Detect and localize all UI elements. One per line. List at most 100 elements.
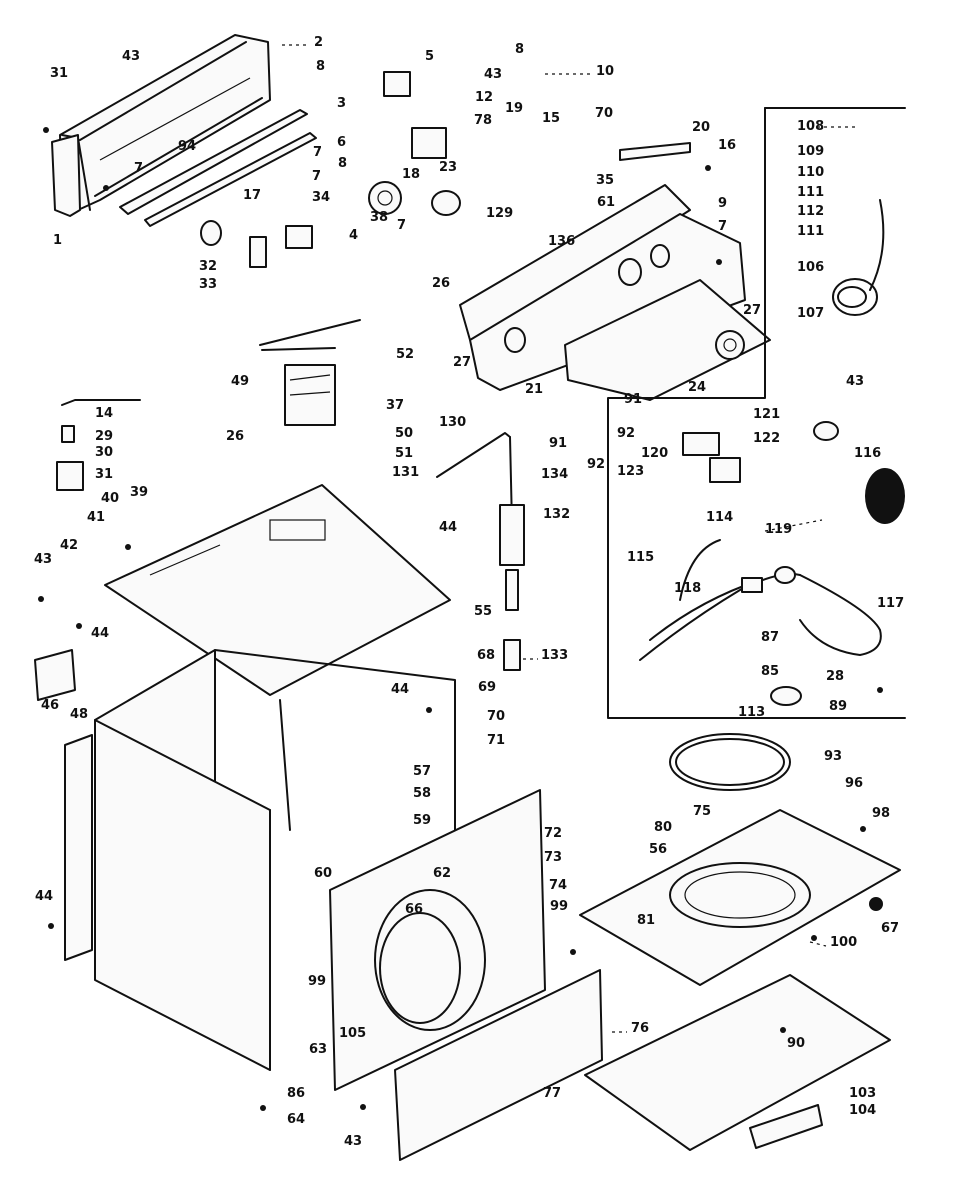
callout-c-43c: 43: [846, 374, 864, 389]
callout-c-130: 130: [439, 415, 466, 430]
pressure-switch: [56, 399, 141, 491]
callout-c-98: 98: [872, 806, 890, 821]
top-cover: [104, 484, 451, 696]
callout-c-103: 103: [849, 1086, 876, 1101]
callout-c-91b: 91: [549, 436, 567, 451]
callout-c-85: 85: [761, 664, 779, 679]
callout-c-7a: 7: [718, 219, 727, 234]
callout-c-100: 100: [830, 935, 857, 950]
callout-c-71: 71: [487, 733, 505, 748]
callout-c-5: 5: [425, 49, 434, 64]
callout-c-50: 50: [395, 426, 413, 441]
callout-c-31b: 31: [95, 467, 113, 482]
cabinet-side-panel: [64, 734, 93, 961]
callout-c-106: 106: [797, 260, 824, 275]
wiring-inset-frame: [607, 107, 906, 719]
callout-c-111a: 111: [797, 185, 824, 200]
callout-c-27a: 27: [743, 303, 761, 318]
callout-c-30: 30: [95, 445, 113, 460]
callout-c-78: 78: [474, 113, 492, 128]
callout-c-44d: 44: [35, 889, 53, 904]
callout-c-57: 57: [413, 764, 431, 779]
callout-c-31a: 31: [50, 66, 68, 81]
callout-c-99a: 99: [550, 899, 568, 914]
callout-c-52: 52: [396, 347, 414, 362]
callout-c-7e: 7: [397, 218, 406, 233]
callout-c-121: 121: [753, 407, 780, 422]
callout-c-114: 114: [706, 510, 733, 525]
callout-c-8c: 8: [338, 156, 347, 171]
callout-c-129: 129: [486, 206, 513, 221]
callout-c-81: 81: [637, 913, 655, 928]
callout-c-26b: 26: [226, 429, 244, 444]
callout-c-87: 87: [761, 630, 779, 645]
callout-c-91a: 91: [624, 392, 642, 407]
callout-c-10: 10: [596, 64, 614, 79]
callout-c-6: 6: [337, 135, 346, 150]
callout-c-94: 94: [178, 139, 196, 154]
callout-c-46: 46: [41, 698, 59, 713]
callout-c-39: 39: [130, 485, 148, 500]
callout-c-118: 118: [674, 581, 701, 596]
hose-coil: [832, 199, 885, 316]
callout-c-35: 35: [596, 173, 614, 188]
callout-c-113: 113: [738, 705, 765, 720]
callout-c-64: 64: [287, 1112, 305, 1127]
callout-c-73: 73: [544, 850, 562, 865]
callout-c-131: 131: [392, 465, 419, 480]
callout-c-58: 58: [413, 786, 431, 801]
callout-c-27b: 27: [453, 355, 471, 370]
callout-c-43a: 43: [122, 49, 140, 64]
callout-c-99b: 99: [308, 974, 326, 989]
callout-c-116: 116: [854, 446, 881, 461]
callout-c-40: 40: [101, 491, 119, 506]
shaft-assembly: [499, 504, 525, 671]
callout-c-49: 49: [231, 374, 249, 389]
callout-c-123: 123: [617, 464, 644, 479]
callout-c-104: 104: [849, 1103, 876, 1118]
base-panel: [584, 974, 891, 1151]
callout-c-28: 28: [826, 669, 844, 684]
callout-c-90: 90: [787, 1036, 805, 1051]
toe-plate: [394, 969, 603, 1161]
relay-block: [383, 71, 461, 216]
callout-c-51: 51: [395, 446, 413, 461]
callout-c-55: 55: [474, 604, 492, 619]
callout-c-112: 112: [797, 204, 824, 219]
callout-c-48: 48: [70, 707, 88, 722]
callout-c-43e: 43: [344, 1134, 362, 1149]
callout-c-9a: 9: [718, 196, 727, 211]
timer-knob: [200, 220, 222, 246]
front-panel: [329, 789, 546, 1091]
callout-c-41: 41: [87, 510, 105, 525]
solenoid-block: [682, 421, 839, 483]
callout-c-111b: 111: [797, 224, 824, 239]
callout-c-44b: 44: [91, 626, 109, 641]
callout-c-136: 136: [548, 234, 575, 249]
callout-c-68: 68: [477, 648, 495, 663]
callout-c-19: 19: [505, 101, 523, 116]
control-panel: [459, 184, 746, 391]
callout-c-62: 62: [433, 866, 451, 881]
callout-c-105: 105: [339, 1026, 366, 1041]
cabinet: [94, 649, 456, 1071]
callout-c-59: 59: [413, 813, 431, 828]
console-rail: [119, 109, 317, 227]
callout-c-69: 69: [478, 680, 496, 695]
callout-c-77: 77: [543, 1086, 561, 1101]
callout-c-75: 75: [693, 804, 711, 819]
console-end-cap: [51, 134, 81, 217]
callout-c-96: 96: [845, 776, 863, 791]
callout-c-12: 12: [475, 90, 493, 105]
callout-c-70b: 70: [487, 709, 505, 724]
handle-bar: [619, 142, 691, 161]
callout-c-110: 110: [797, 165, 824, 180]
callout-c-14: 14: [95, 406, 113, 421]
callout-c-61: 61: [597, 195, 615, 210]
callout-c-60: 60: [314, 866, 332, 881]
wiring-harness: [639, 539, 882, 661]
callout-c-21: 21: [525, 382, 543, 397]
rear-console-panel: [59, 34, 271, 211]
callout-c-132: 132: [543, 507, 570, 522]
